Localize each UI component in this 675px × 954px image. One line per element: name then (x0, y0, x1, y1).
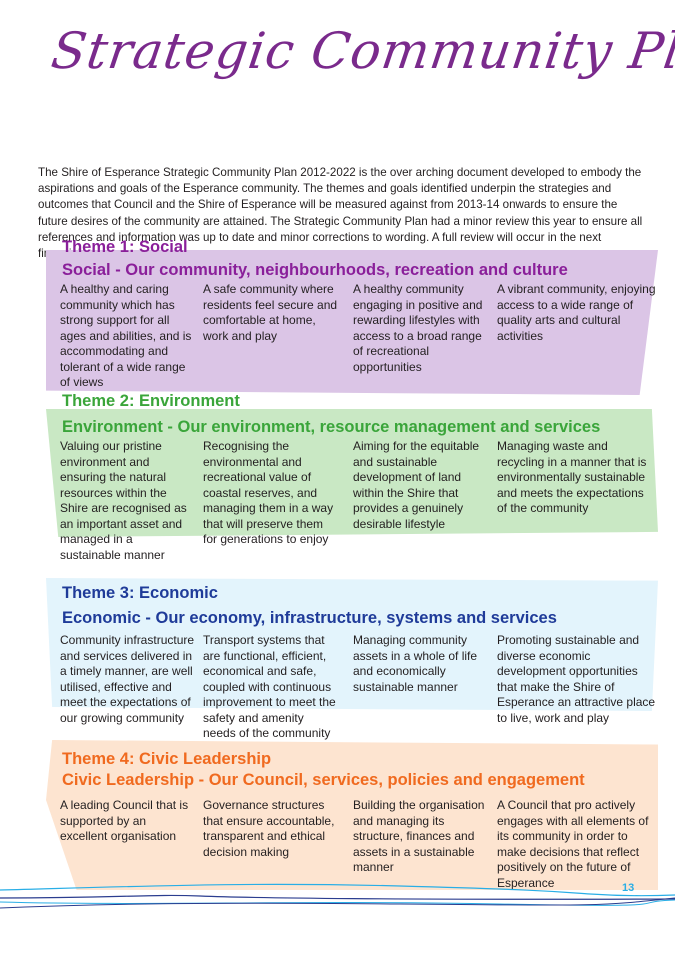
theme-background (46, 578, 658, 711)
goal: Governance structures that ensure accoun… (203, 798, 335, 859)
theme-background (46, 740, 658, 890)
theme-economic: Theme 3: Economic Economic - Our economy… (46, 578, 658, 740)
decorative-wave-lines (0, 883, 675, 909)
goal: Managing community assets in a whole of … (353, 633, 478, 694)
theme-title: Theme 3: Economic (62, 584, 218, 602)
page-title: Strategic Community Plan (47, 22, 675, 80)
goal: Promoting sustainable and diverse econom… (497, 633, 656, 725)
theme-environment: Theme 2: Environment Environment - Our e… (46, 392, 658, 562)
goal: A safe community where residents feel se… (203, 282, 338, 343)
theme-title: Theme 4: Civic Leadership (62, 750, 272, 768)
goal: Managing waste and recycling in a manner… (497, 439, 647, 515)
goal: Transport systems that are functional, e… (203, 633, 336, 740)
goal: A Council that pro actively engages with… (497, 798, 649, 890)
goal: Valuing our pristine environment and ens… (60, 439, 187, 562)
theme-civic-leadership: Theme 4: Civic Leadership Civic Leadersh… (46, 740, 658, 900)
theme-subtitle: Economic - Our economy, infrastructure, … (62, 609, 557, 627)
theme-social: Theme 1: Social Social - Our community, … (46, 238, 658, 398)
goal: A healthy community engaging in positive… (353, 282, 483, 374)
goal: A healthy and caring community which has… (60, 282, 192, 389)
goal: Recognising the environmental and recrea… (203, 439, 334, 546)
theme-subtitle: Civic Leadership - Our Council, services… (62, 771, 585, 789)
goal: A vibrant community, enjoying access to … (497, 282, 656, 343)
theme-title: Theme 1: Social (62, 238, 188, 256)
theme-subtitle: Environment - Our environment, resource … (62, 418, 601, 436)
intro-paragraph: The Shire of Esperance Strategic Communi… (38, 166, 643, 260)
goal: A leading Council that is supported by a… (60, 798, 189, 843)
goal: Building the organisation and managing i… (353, 798, 485, 874)
goal: Community infrastructure and services de… (60, 633, 195, 725)
theme-title: Theme 2: Environment (62, 392, 240, 410)
theme-subtitle: Social - Our community, neighbourhoods, … (62, 261, 568, 279)
theme-background (46, 409, 658, 537)
page-number: 13 (622, 882, 635, 894)
theme-background (46, 250, 658, 395)
goal: Aiming for the equitable and sustainable… (353, 439, 480, 531)
